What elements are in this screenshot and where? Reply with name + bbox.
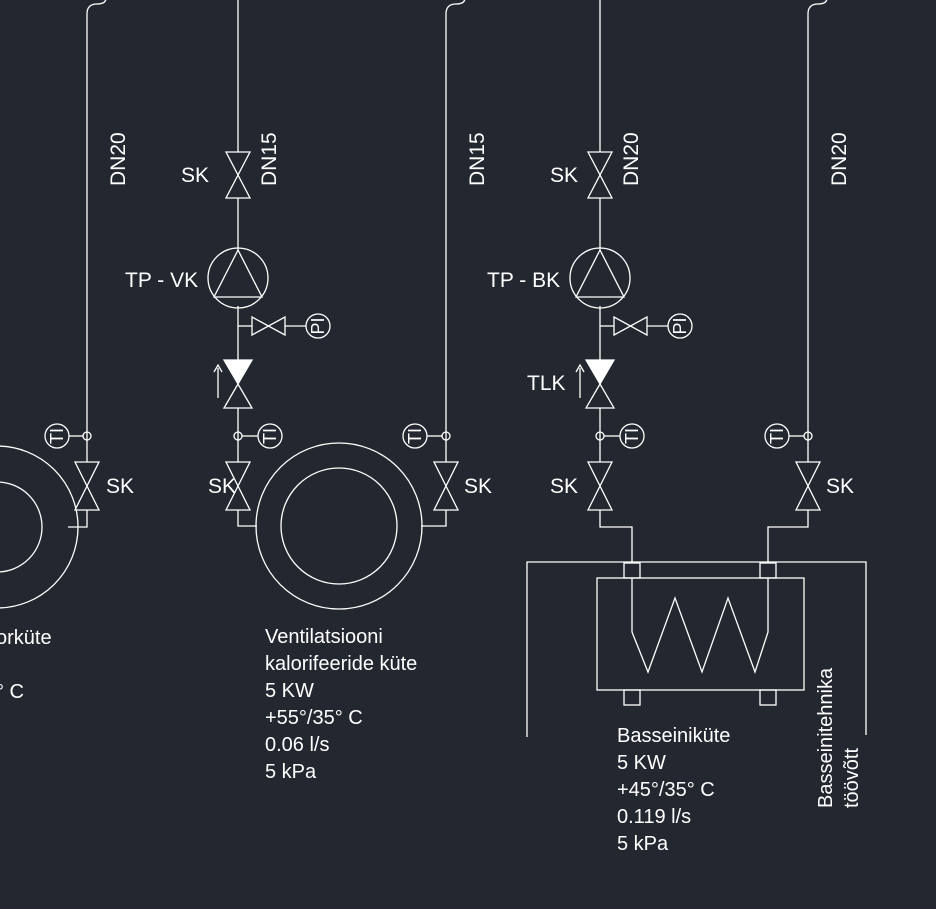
ventilation-heater-coil (237, 442, 447, 610)
pressure-gauge-vent (238, 313, 331, 339)
ti-label-pool-supply: TI (622, 428, 642, 444)
valve-vent-supply-bottom (224, 461, 252, 511)
pi-label-vent: PI (308, 317, 328, 334)
temp-gauge-pool-supply (595, 423, 645, 449)
sk-label-vent-top: SK (181, 164, 209, 187)
note-line-vertical: Basseinitehnika (815, 667, 837, 808)
note-line: 5 kPa (265, 761, 317, 783)
valve-vent-supply-top (224, 151, 252, 199)
note-line: 5 KW (617, 752, 666, 774)
note-line: +55°/35° C (265, 707, 363, 729)
pump-vent-icon (207, 247, 269, 309)
note-line: Ventilatsiooni (265, 626, 383, 648)
pipe-bend-top-3 (807, 0, 828, 40)
dn-label-left: DN20 (107, 132, 130, 186)
note-line: orküte (0, 627, 52, 649)
pump-label-pool: TP - BK (487, 269, 560, 292)
temp-gauge-left (44, 423, 92, 449)
temp-gauge-vent-return (402, 423, 451, 449)
ti-label-vent-supply: TI (260, 428, 280, 444)
valve-pool-supply-bottom (586, 461, 614, 511)
dn-label-pool-return: DN20 (828, 132, 851, 186)
note-line: ° C (0, 681, 24, 703)
sk-label-pool-bottom: SK (550, 475, 578, 498)
control-valve-pool (575, 359, 616, 409)
note-line: Basseiniküte (617, 725, 730, 747)
pipe-bend-top-1 (86, 0, 107, 40)
note-line: +45°/35° C (617, 779, 715, 801)
valve-pool-supply-top (586, 151, 614, 199)
tlk-label: TLK (527, 372, 566, 395)
pump-pool-icon (569, 247, 631, 309)
sk-label-vent-bottom: SK (208, 475, 236, 498)
temp-gauge-pool-return (764, 423, 813, 449)
note-line: 0.119 l/s (617, 806, 691, 828)
valve-vent-return (432, 461, 460, 511)
sk-label-vent-return: SK (464, 475, 492, 498)
left-heater-coil (0, 445, 88, 609)
pi-label-pool: PI (670, 317, 690, 334)
temp-gauge-vent-supply (233, 423, 283, 449)
note-line: 5 KW (265, 680, 314, 702)
sk-label-left: SK (106, 475, 134, 498)
ti-label-vent-return: TI (405, 428, 425, 444)
pool-heater-note: Basseiniküte 5 KW +45°/35° C 0.119 l/s 5… (617, 725, 730, 855)
note-line: 0.06 l/s (265, 734, 329, 756)
dn-label-vent-supply: DN15 (258, 132, 281, 186)
pressure-gauge-pool (600, 313, 693, 339)
pool-tech-boundary (526, 561, 867, 737)
pipe-bend-top-2 (445, 0, 466, 40)
note-line-vertical: töövõtt (841, 748, 863, 808)
control-valve-vent (213, 359, 254, 409)
ti-label-pool-return: TI (767, 428, 787, 444)
valve-pool-return (794, 461, 822, 511)
dn-label-vent-return: DN15 (466, 132, 489, 186)
left-heater-note: orküte ° C (0, 627, 52, 703)
note-line: kalorifeeride küte (265, 653, 417, 675)
note-line: 5 kPa (617, 833, 669, 855)
sk-label-pool-return: SK (826, 475, 854, 498)
ventilation-heater-note: Ventilatsiooni kalorifeeride küte 5 KW +… (265, 626, 417, 783)
ti-label-left: TI (47, 428, 67, 444)
dn-label-pool-supply: DN20 (620, 132, 643, 186)
pump-label-vent: TP - VK (125, 269, 198, 292)
valve-left-return (73, 461, 101, 511)
pool-heat-exchanger (596, 510, 809, 706)
pool-tech-note: Basseinitehnika töövõtt (815, 667, 863, 808)
sk-label-pool-top: SK (550, 164, 578, 187)
